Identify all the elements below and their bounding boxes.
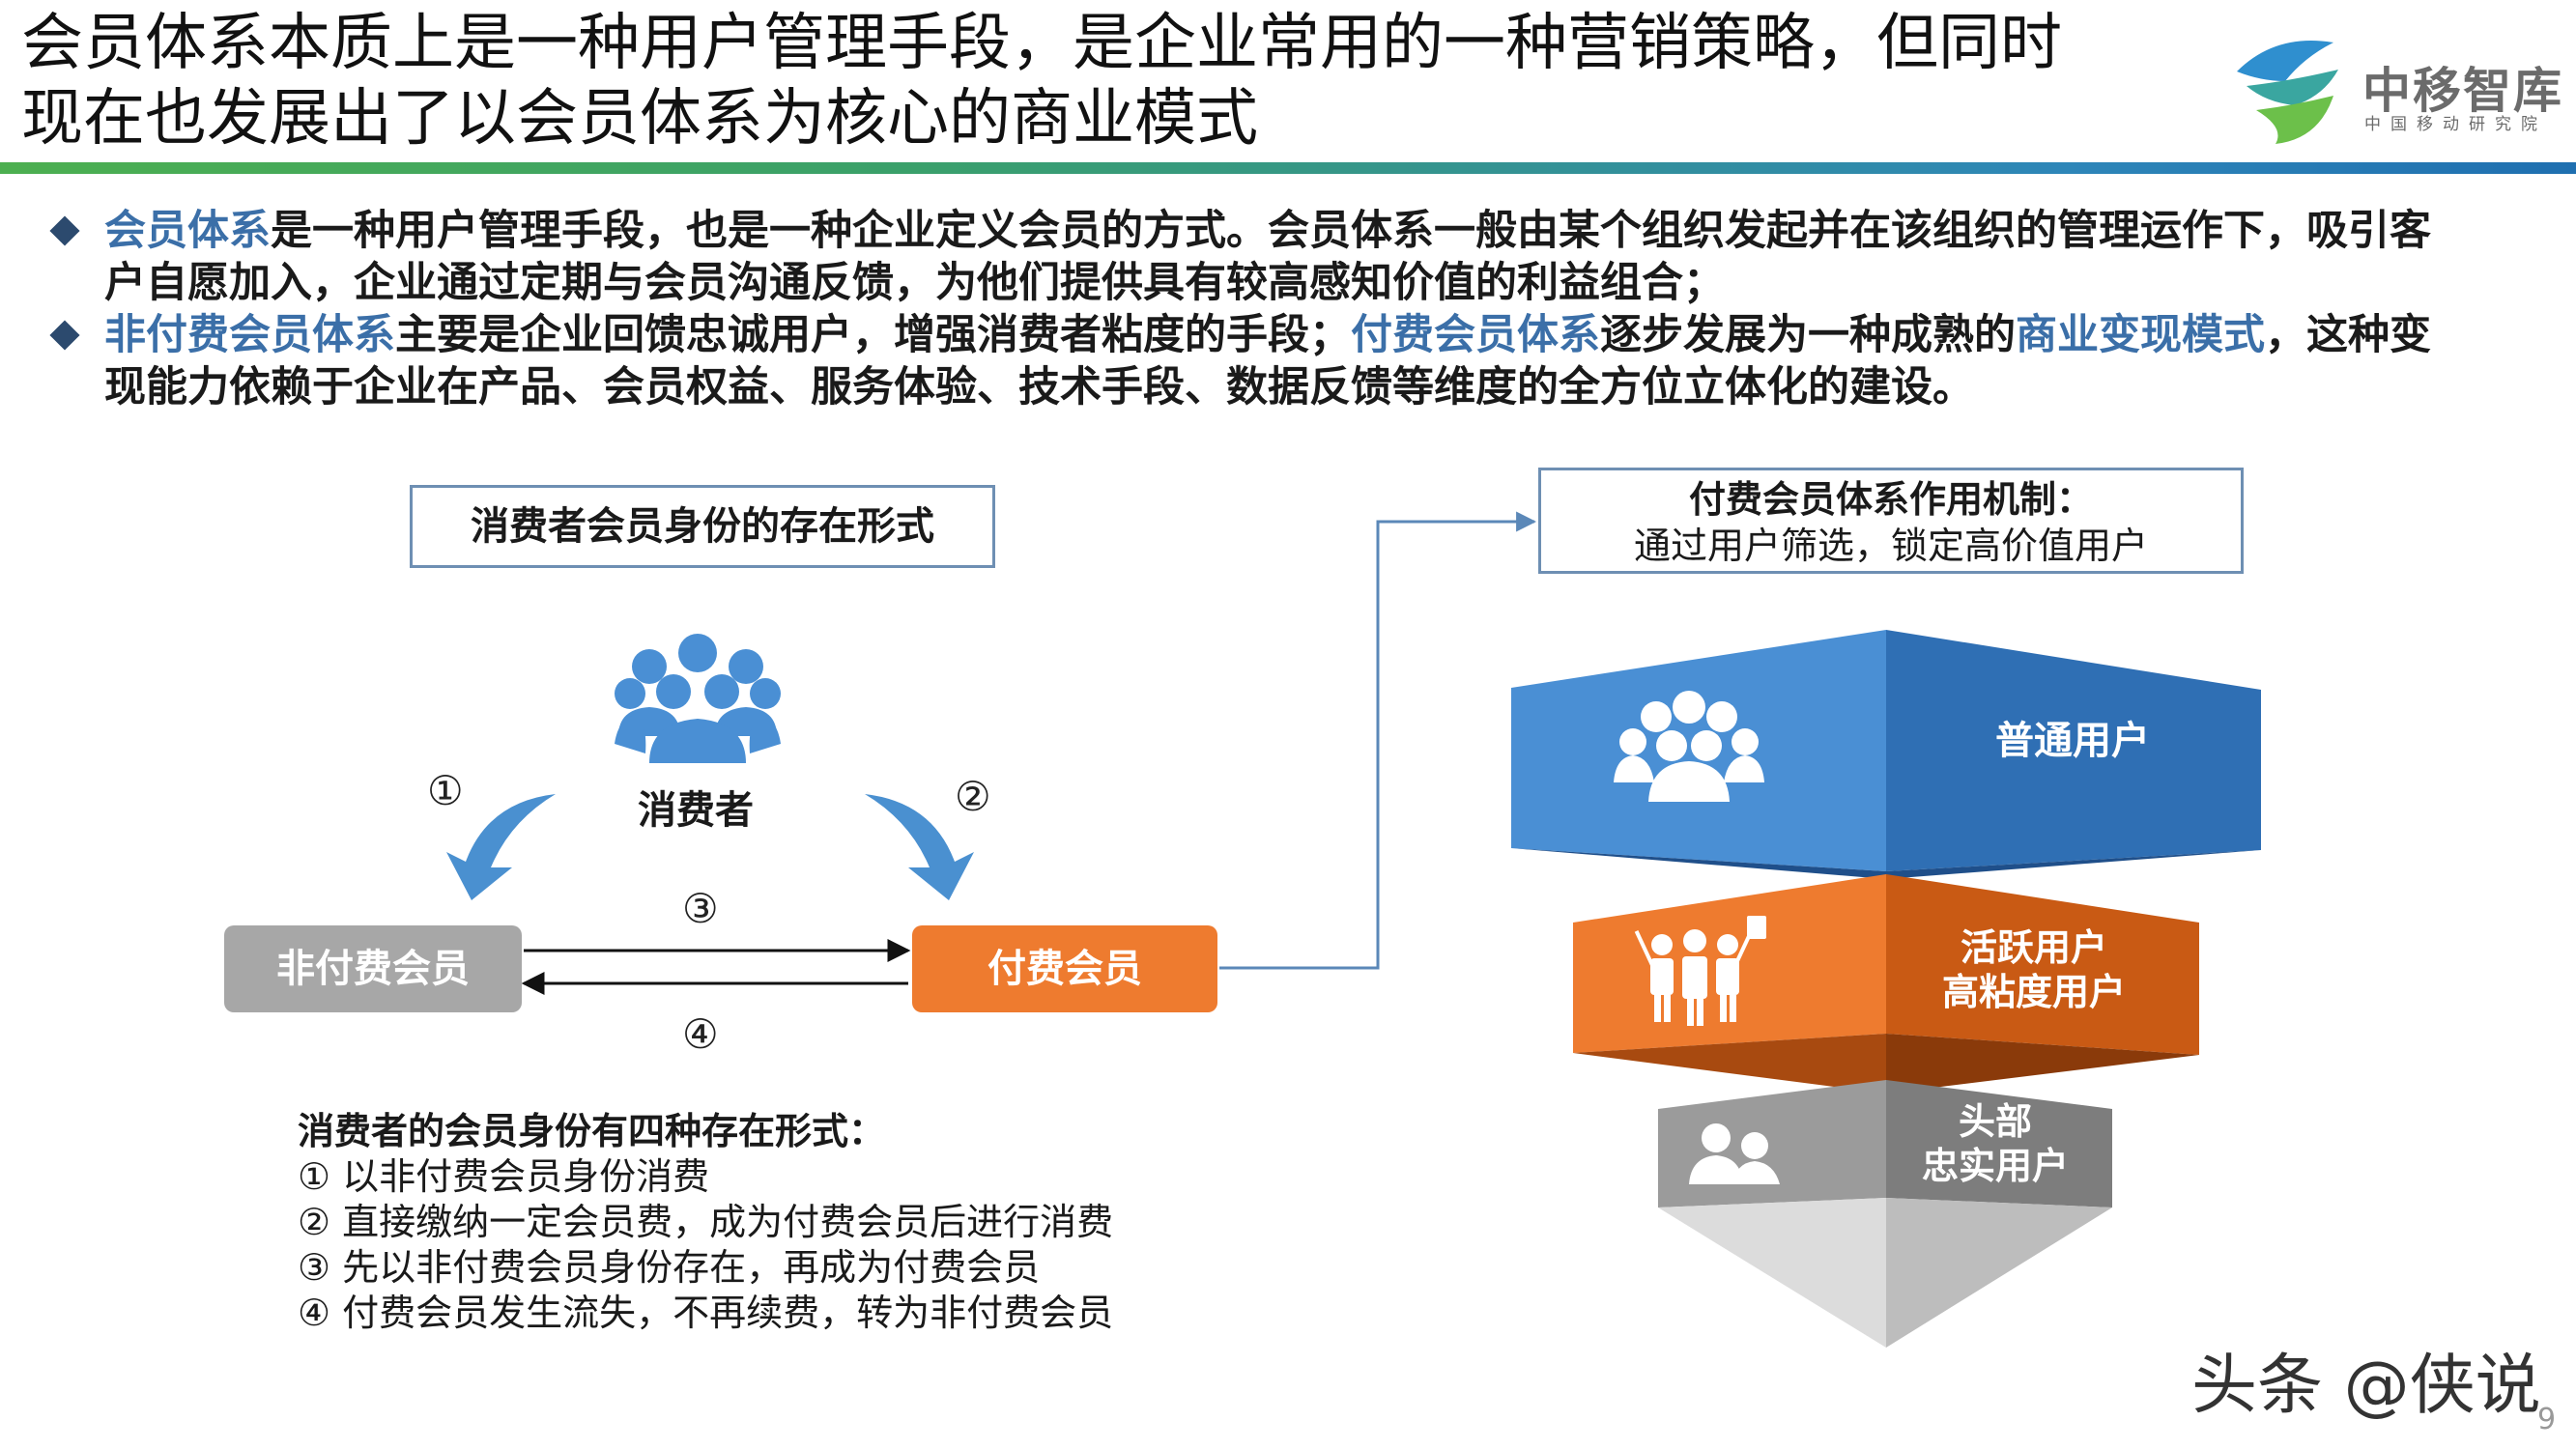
identity-forms-title-box: 消费者会员身份的存在形式 [410,485,995,568]
bullet-text: 主要是企业回馈忠诚用户，增强消费者粘度的手段； [395,311,1351,359]
tier-3-right-face [1886,1080,2112,1208]
tier-2-line: 活跃用户 [1960,926,2107,969]
marker-1: ① [427,767,464,814]
tier-3-left-face [1658,1080,1886,1208]
arrow-to-paid [865,794,974,900]
group-people-icon [615,634,781,763]
consumer-label: 消费者 [638,788,754,833]
logo-subtitle: 中国移动研究院 [2364,115,2547,134]
tier-2-right-face [1886,874,2199,1055]
mechanism-title: 付费会员体系作用机制： [1688,478,2093,521]
crowd-icon [1614,691,1764,802]
identity-forms-list: 消费者的会员身份有四种存在形式： ① 以非付费会员身份消费 ② 直接缴纳一定会员… [298,1109,1113,1336]
logo-mark-icon [2237,41,2338,144]
page-number: 9 [2537,1403,2557,1436]
arrow-to-non-paid [446,794,556,900]
active-people-icon [1634,916,1766,1026]
bullet-list: 会员体系是一种用户管理手段，也是一种企业定义会员的方式。会员体系一般由某个组织发… [48,205,2445,413]
form-item: ③ 先以非付费会员身份存在，再成为付费会员 [298,1246,1041,1289]
bullet-highlight: 商业变现模式 [2016,311,2265,359]
header-divider [0,162,2576,174]
logo-name: 中移智库 [2362,63,2563,119]
connector-line [1219,511,1537,970]
tier-1-right-face [1886,630,2261,871]
tier-3-line: 头部 [1958,1100,2032,1143]
slide-title: 会员体系本质上是一种用户管理手段，是企业常用的一种营销策略，但同时 现在也发展出… [21,6,2195,156]
mechanism-text: 通过用户筛选，锁定高价值用户 [1633,525,2148,567]
bullet-text: ，这种变现能力依赖于企业在产品、会员权益、服务体验、技术手段、数据反馈等维度的全… [104,311,2431,412]
funnel-tip-left [1658,1198,1886,1348]
non-paid-member-node: 非付费会员 [224,925,522,1012]
tier-3-label: 头部 忠实用户 [1875,1099,2116,1188]
tier-2-label: 活跃用户 高粘度用户 [1894,925,2174,1014]
marker-4: ④ [682,1010,719,1058]
funnel-tip-right [1886,1198,2112,1348]
bullet-item: 非付费会员体系主要是企业回馈忠诚用户，增强消费者粘度的手段；付费会员体系逐步发展… [48,309,2445,413]
watermark: 头条 @侠说 [2191,1348,2541,1424]
mechanism-box: 付费会员体系作用机制： 通过用户筛选，锁定高价值用户 [1538,468,2244,574]
tier-1-line: 普通用户 [1995,719,2150,763]
tier-3-line: 忠实用户 [1921,1145,2069,1187]
tier-1-label: 普通用户 [1942,719,2203,763]
marker-2: ② [955,773,991,820]
title-line-2: 现在也发展出了以会员体系为核心的商业模式 [21,83,1258,155]
bullet-text: 是一种用户管理手段，也是一种企业定义会员的方式。会员体系一般由某个组织发起并在该… [104,207,2431,307]
two-people-icon [1689,1123,1780,1184]
tier-2-bottom-left [1573,1034,1886,1094]
title-line-1: 会员体系本质上是一种用户管理手段，是企业常用的一种营销策略，但同时 [21,8,2062,79]
tier-2-bottom [1886,1034,2199,1094]
form-item: ④ 付费会员发生流失，不再续费，转为非付费会员 [298,1292,1114,1334]
bullet-highlight: 会员体系 [104,207,271,255]
bullet-highlight: 非付费会员体系 [104,311,395,359]
bullet-highlight: 付费会员体系 [1351,311,1600,359]
bullet-text: 逐步发展为一种成熟的 [1600,311,2016,359]
bullet-item: 会员体系是一种用户管理手段，也是一种企业定义会员的方式。会员体系一般由某个组织发… [48,205,2445,309]
forms-heading: 消费者的会员身份有四种存在形式： [298,1110,886,1152]
marker-3: ③ [682,885,719,932]
paid-member-node: 付费会员 [912,925,1217,1012]
form-item: ① 以非付费会员身份消费 [298,1155,710,1198]
form-item: ② 直接缴纳一定会员费，成为付费会员后进行消费 [298,1201,1114,1243]
tier-2-line: 高粘度用户 [1941,971,2126,1013]
tier-1-bottom [1511,848,2261,879]
logo: 中移智库 中国移动研究院 [2218,14,2565,158]
